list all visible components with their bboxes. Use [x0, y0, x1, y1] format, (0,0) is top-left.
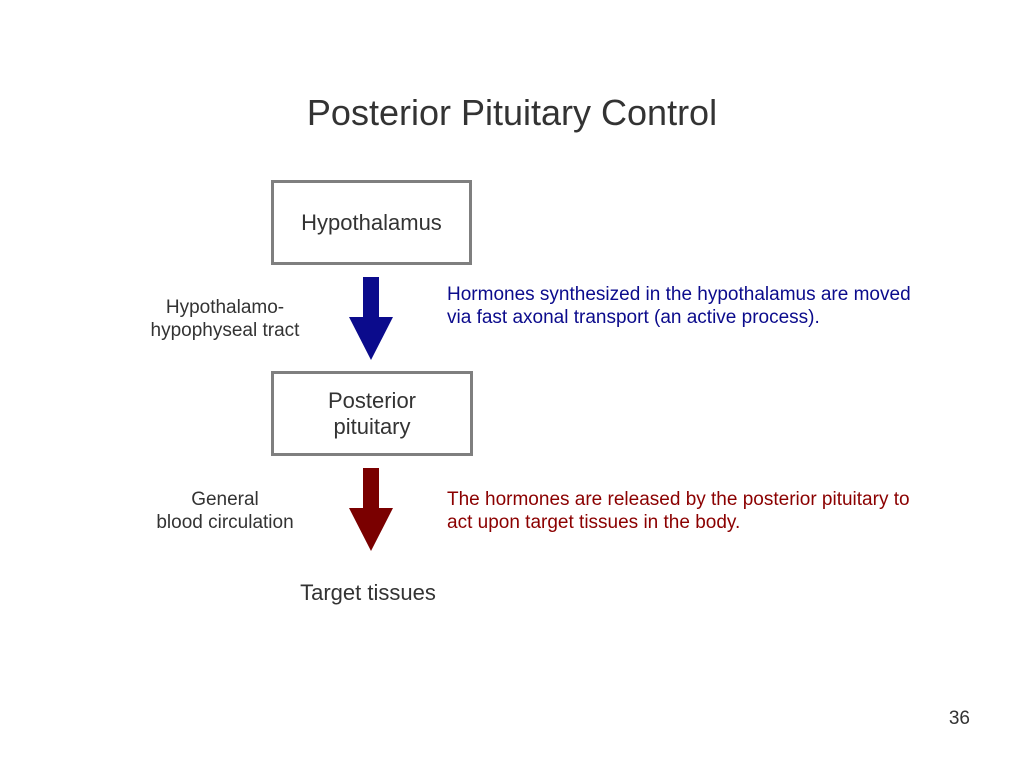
slide-title: Posterior Pituitary Control [306, 92, 718, 133]
blood-label-line1: General [191, 489, 259, 510]
hypothalamus-label: Hypothalamus [301, 209, 442, 235]
tract-label-line1: Hypothalamo- [165, 297, 285, 318]
down-arrow-blue-icon [349, 277, 393, 360]
blood-circulation-label: General blood circulation [130, 488, 320, 534]
tract-label-line2: hypophyseal tract [150, 320, 300, 341]
page-number: 36 [948, 708, 970, 729]
release-note: The hormones are released by the posteri… [447, 489, 910, 533]
hypothalamus-box: Hypothalamus [271, 180, 472, 265]
blood-label-line2: blood circulation [156, 512, 294, 533]
down-arrow-red-icon [349, 468, 393, 551]
posterior-label-line2: pituitary [333, 413, 411, 439]
target-tissues-label: Target tissues [300, 580, 436, 605]
posterior-label-line1: Posterior [327, 387, 417, 413]
posterior-pituitary-box: Posterior pituitary [271, 371, 473, 456]
transport-note: Hormones synthesized in the hypothalamus… [447, 284, 911, 328]
hypothalamo-hypophyseal-tract-label: Hypothalamo- hypophyseal tract [120, 296, 330, 342]
